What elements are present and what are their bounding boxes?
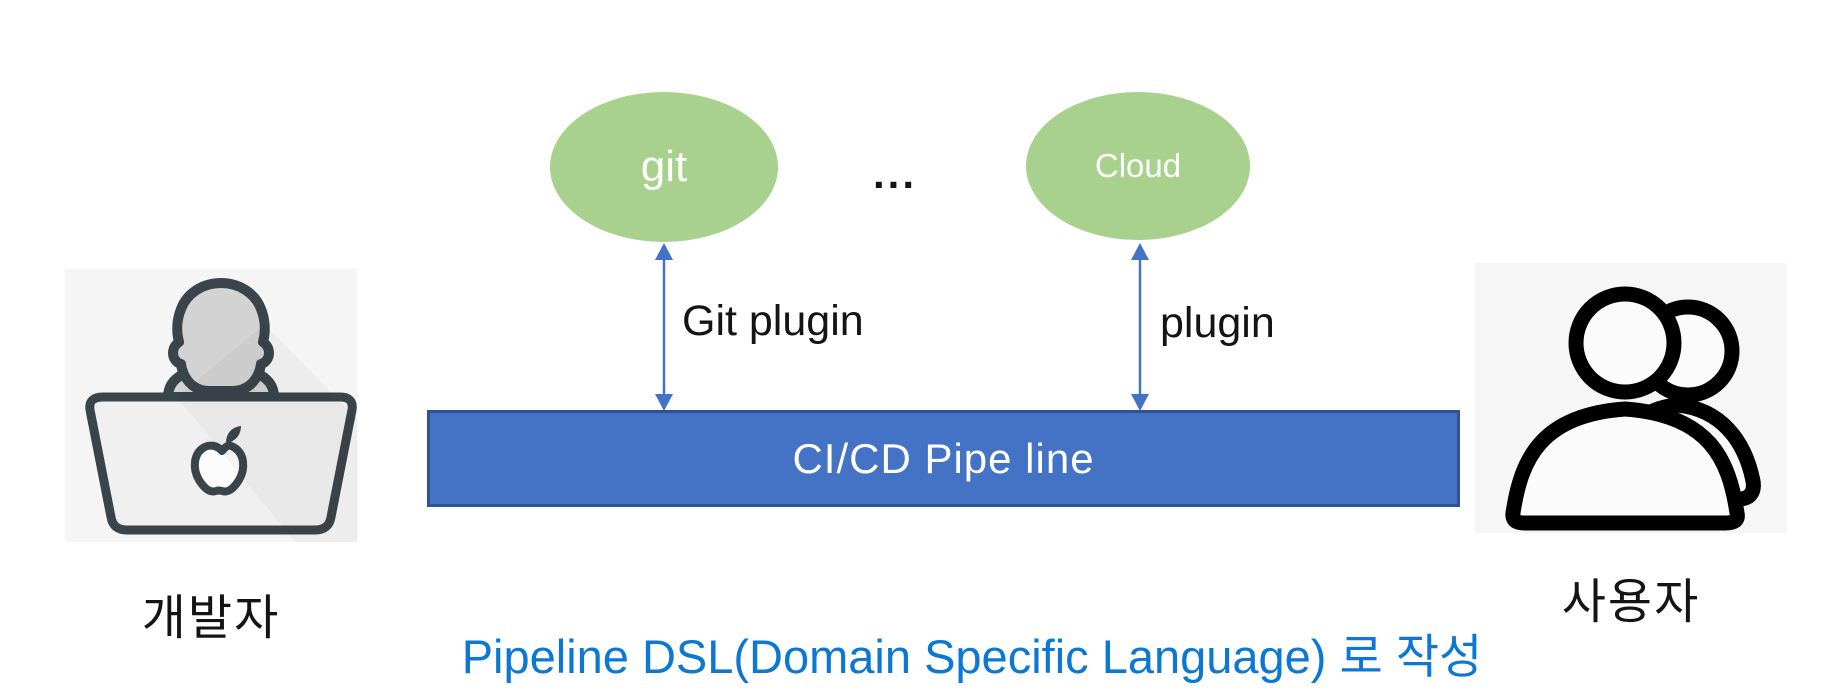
cloud-node: Cloud <box>1026 92 1250 240</box>
git-plugin-label: Git plugin <box>682 297 864 345</box>
user-label: 사용자 <box>1561 576 1701 629</box>
cloud-pipeline-arrow-icon <box>1131 243 1149 411</box>
cloud-plugin-label: plugin <box>1160 299 1275 347</box>
developer-icon-box <box>65 269 357 542</box>
cicd-pipeline-bar: CI/CD Pipe line <box>427 410 1460 507</box>
caption-text: Pipeline DSL(Domain Specific Language) 로… <box>461 630 1483 683</box>
developer-label: 개발자 <box>141 592 281 645</box>
git-pipeline-arrow-icon <box>655 243 673 411</box>
cicd-pipeline-label: CI/CD Pipe line <box>792 434 1095 482</box>
git-node-label: git <box>640 142 688 191</box>
more-nodes-ellipsis: ... <box>872 150 917 197</box>
users-icon <box>1505 286 1761 531</box>
git-node: git <box>550 92 778 242</box>
developer-at-laptop-icon <box>85 278 357 535</box>
cloud-node-label: Cloud <box>1094 147 1182 184</box>
users-icon-box <box>1475 263 1787 533</box>
